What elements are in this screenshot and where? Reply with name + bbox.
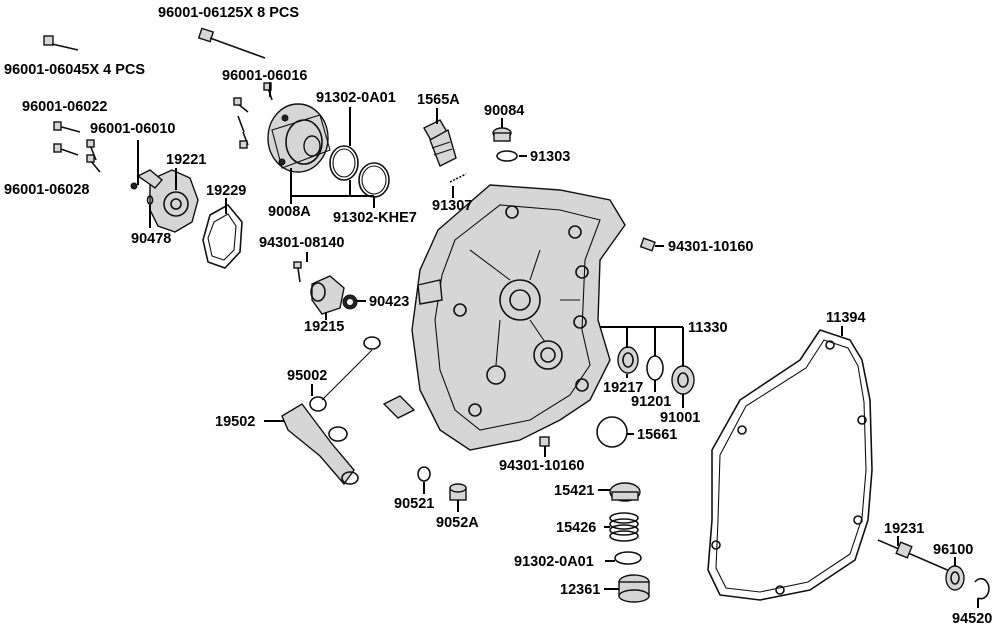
plug-9052A-drawing xyxy=(449,483,467,501)
pin-91307-drawing xyxy=(449,173,467,183)
label-11394: 11394 xyxy=(826,310,866,326)
label-15426: 15426 xyxy=(556,520,596,536)
label-90521: 90521 xyxy=(394,496,434,512)
bearing-96100-drawing xyxy=(945,565,965,591)
label-96001-06010: 96001-06010 xyxy=(90,121,175,137)
shaft-19231-drawing xyxy=(877,539,953,573)
cap-12361-drawing xyxy=(618,574,650,603)
seal-19217-drawing xyxy=(617,346,639,374)
label-15661: 15661 xyxy=(637,427,677,443)
strainer-cap-15421-drawing xyxy=(609,482,641,502)
label-90478: 90478 xyxy=(131,231,171,247)
label-90084: 90084 xyxy=(484,103,524,119)
label-91302-KHE7: 91302-KHE7 xyxy=(333,210,417,226)
label-91001: 91001 xyxy=(660,410,700,426)
bearing-91001-drawing xyxy=(671,365,695,395)
label-15421: 15421 xyxy=(554,483,594,499)
label-19229: 19229 xyxy=(206,183,246,199)
label-94301-08140: 94301-08140 xyxy=(259,235,344,251)
part-labels: 96001-06125X 8 PCS 96001-06045X 4 PCS 96… xyxy=(4,5,992,627)
label-96001-06045: 96001-06045X 4 PCS xyxy=(4,62,145,78)
sensor-1565A-drawing xyxy=(423,119,457,167)
oring-91302-KHE7-drawing xyxy=(358,162,390,198)
label-9052A: 9052A xyxy=(436,515,479,531)
label-91307: 91307 xyxy=(432,198,472,214)
oring-90521-drawing xyxy=(417,466,431,482)
label-12361: 12361 xyxy=(560,582,600,598)
hose-19502-drawing xyxy=(281,403,359,486)
bolt-96001-06045-drawing xyxy=(43,35,79,51)
label-94301-10160-top: 94301-10160 xyxy=(668,239,753,255)
label-1565A: 1565A xyxy=(417,92,460,108)
oring-90423-drawing xyxy=(342,294,358,310)
leader-lines xyxy=(137,82,979,608)
label-94520: 94520 xyxy=(952,611,992,627)
label-19217: 19217 xyxy=(603,380,643,396)
clip-94520-drawing xyxy=(974,577,990,600)
gasket-19229-drawing xyxy=(202,204,243,269)
oring-15661-drawing xyxy=(596,416,628,448)
plug-90084-drawing xyxy=(492,127,512,142)
oring-91303-drawing xyxy=(496,150,518,162)
bolts-left-group-drawing xyxy=(53,121,101,173)
housing-19215-drawing xyxy=(310,275,345,315)
label-91201: 91201 xyxy=(631,394,671,410)
label-19231: 19231 xyxy=(884,521,924,537)
oring-91302-0A01-bot-drawing xyxy=(614,551,642,565)
label-91302-0A01-top: 91302-0A01 xyxy=(316,90,396,106)
label-19221: 19221 xyxy=(166,152,206,168)
oring-91201-drawing xyxy=(646,355,664,381)
label-11330: 11330 xyxy=(688,320,728,336)
label-19502: 19502 xyxy=(215,414,255,430)
label-90423: 90423 xyxy=(369,294,409,310)
label-95002: 95002 xyxy=(287,368,327,384)
spring-15426-drawing xyxy=(609,512,639,542)
bolts-96001-06016-drawing xyxy=(233,82,273,149)
label-96100: 96100 xyxy=(933,542,973,558)
oring-91302-0A01-top-drawing xyxy=(329,145,359,181)
label-9008A: 9008A xyxy=(268,204,311,220)
pump-cover-19221-drawing xyxy=(130,169,199,233)
pump-body-9008A-drawing xyxy=(267,103,331,173)
label-91303: 91303 xyxy=(530,149,570,165)
label-91302-0A01-bot: 91302-0A01 xyxy=(514,554,594,570)
gasket-11394-drawing xyxy=(707,329,873,601)
washer-90478-drawing xyxy=(146,195,154,205)
label-96001-06028: 96001-06028 xyxy=(4,182,89,198)
dowel-94301-10160-top-drawing xyxy=(639,237,656,252)
bolt-94301-08140-drawing xyxy=(293,261,302,283)
collar-drawing xyxy=(382,395,416,419)
bolt-96001-06125-drawing xyxy=(197,27,266,59)
clip-95002-drawing xyxy=(309,336,381,442)
label-96001-06022: 96001-06022 xyxy=(22,99,107,115)
label-19215: 19215 xyxy=(304,319,344,335)
dowel-94301-10160-bot-drawing xyxy=(539,436,550,447)
label-96001-06016: 96001-06016 xyxy=(222,68,307,84)
crankcase-cover-11330-drawing xyxy=(411,184,626,451)
label-94301-10160-bot: 94301-10160 xyxy=(499,458,584,474)
label-96001-06125: 96001-06125X 8 PCS xyxy=(158,5,299,21)
